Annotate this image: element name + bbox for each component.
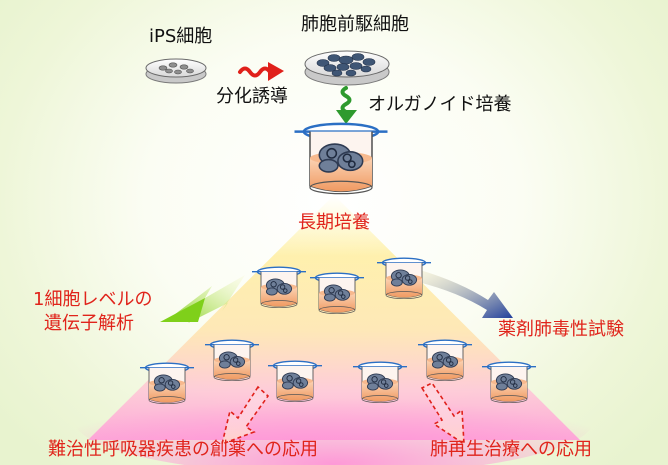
drug-discovery-arrow	[220, 385, 270, 446]
single-cell-analysis-arrow	[160, 275, 245, 323]
drug-discovery-label: 難治性呼吸器疾患の創薬への応用	[48, 439, 318, 460]
toxicity-test-label: 薬剤肺毒性試験	[498, 319, 624, 340]
single-cell-analysis-label-line2: 遺伝子解析	[44, 313, 134, 334]
regeneration-label: 肺再生治療への応用	[430, 439, 592, 460]
long-term-culture-label: 長期培養	[298, 212, 370, 233]
main-organoid-well	[293, 122, 389, 195]
progenitor-cell-dish	[304, 50, 390, 86]
toxicity-test-arrow	[418, 270, 513, 318]
organoid-culture-arrow	[336, 86, 357, 124]
single-cell-analysis-label-line1: 1細胞レベルの	[33, 289, 153, 310]
ips-cell-label: iPS細胞	[149, 26, 213, 47]
induction-arrow	[238, 62, 284, 81]
progenitor-cell-label: 肺胞前駆細胞	[301, 14, 409, 35]
induction-label: 分化誘導	[216, 86, 288, 107]
organoid-culture-label: オルガノイド培養	[368, 94, 512, 115]
regeneration-arrow	[420, 381, 465, 446]
ips-cell-dish	[145, 58, 207, 84]
